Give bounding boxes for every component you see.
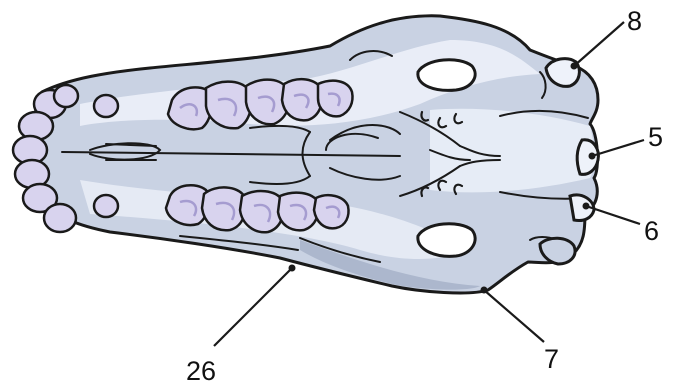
callout-label-5: 5 (648, 122, 663, 152)
callout-label-8: 8 (627, 6, 642, 36)
callout-leader-8 (571, 22, 625, 70)
callout-label-6: 6 (644, 216, 659, 246)
callout-leader-26 (214, 265, 296, 347)
callout-label-7: 7 (544, 344, 559, 374)
callout-leader-7 (481, 287, 545, 343)
callout-label-26: 26 (186, 356, 216, 386)
